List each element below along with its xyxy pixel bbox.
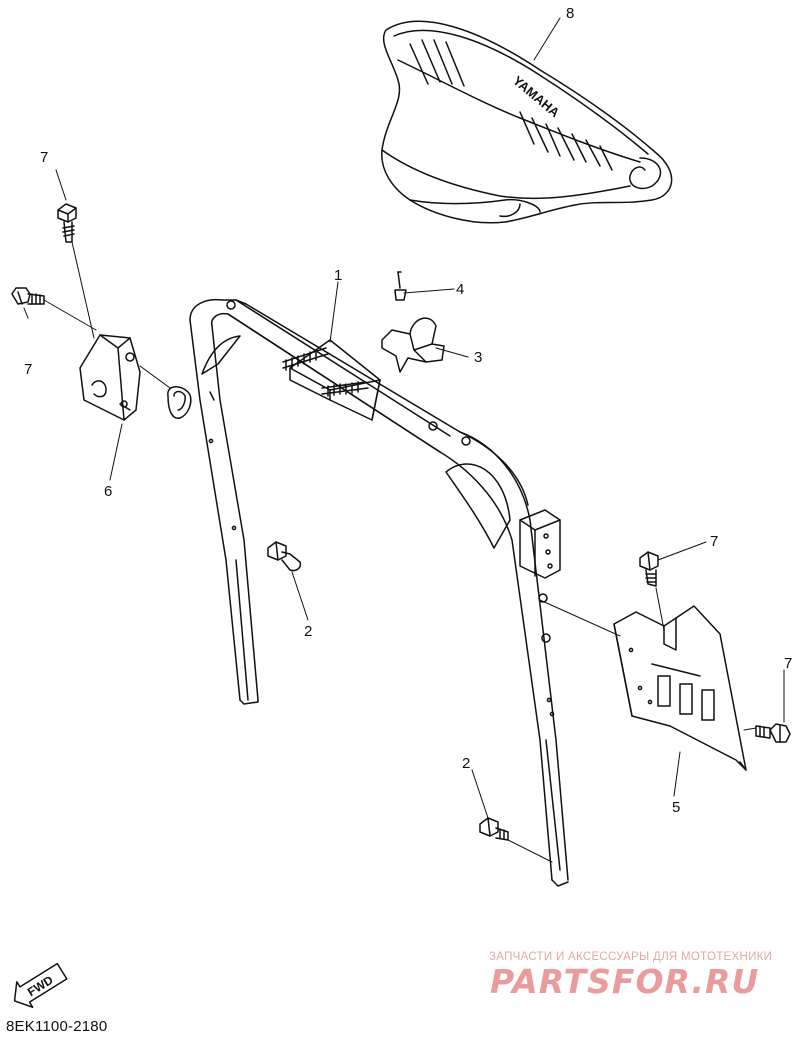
- callout-2-bottom: 2: [462, 755, 470, 772]
- callout-7-right: 7: [784, 655, 792, 672]
- leader-lines: [23, 17, 785, 863]
- fwd-arrow-icon: FWD: [13, 962, 68, 1009]
- callout-7-left: 7: [24, 361, 32, 378]
- callout-5: 5: [672, 799, 680, 816]
- diagram-code: 8EK1100-2180: [6, 1018, 108, 1035]
- bracket-part-6: [79, 334, 141, 421]
- watermark-logo: PARTSFOR.RU: [490, 962, 760, 1001]
- callout-6: 6: [104, 483, 112, 500]
- rivet-part-4: [394, 271, 407, 301]
- callout-3: 3: [474, 349, 482, 366]
- callout-4: 4: [456, 281, 464, 298]
- clip-part-3: [381, 317, 445, 373]
- callout-1: 1: [334, 267, 342, 284]
- bolt-7-right: [755, 723, 791, 743]
- callout-7-top-left: 7: [40, 149, 48, 166]
- callout-7-right-top: 7: [710, 533, 718, 550]
- handle-frame-part-1: [167, 298, 569, 887]
- callout-8: 8: [566, 5, 574, 22]
- plate-part-5: [613, 605, 747, 771]
- seat-part-8: [381, 20, 673, 224]
- bolt-2-middle: [267, 541, 302, 572]
- callout-2-middle: 2: [304, 623, 312, 640]
- bolt-7-right-top: [639, 551, 659, 587]
- bolt-7-left: [11, 287, 45, 305]
- bolt-2-bottom: [479, 817, 509, 841]
- bolt-7-top-left: [57, 203, 77, 243]
- watermark-tagline: ЗАПЧАСТИ И АКСЕССУАРЫ ДЛЯ МОТОТЕХНИКИ: [489, 951, 773, 963]
